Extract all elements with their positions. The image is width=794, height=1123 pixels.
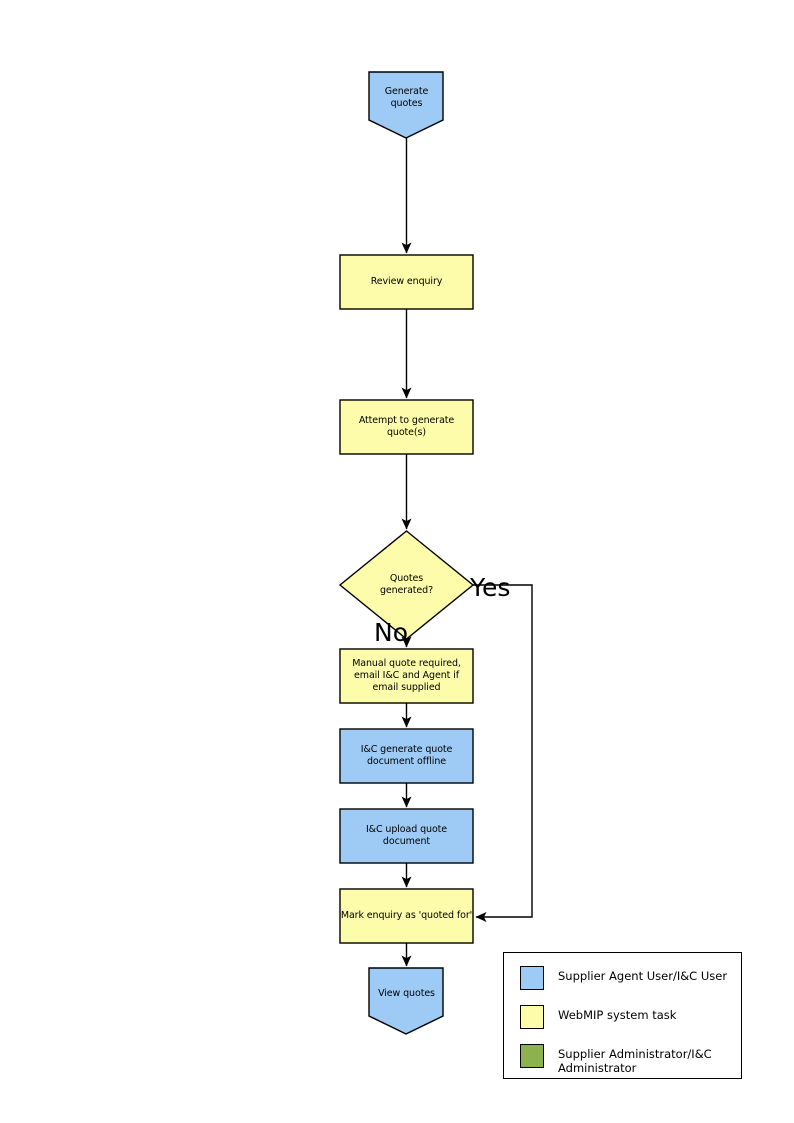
node-attempt-to-generate-quotes-shape[interactable] [339, 399, 474, 455]
legend-label-supplier-administrator: Supplier Administrator/I&C Administrator [558, 1047, 712, 1075]
node-view-quotes-shape[interactable] [368, 967, 444, 1035]
legend-item-supplier-agent-user: Supplier Agent User/I&C User [520, 966, 727, 990]
legend-item-supplier-administrator: Supplier Administrator/I&C Administrator [520, 1044, 712, 1075]
legend-label-webmip-system-task: WebMIP system task [558, 1008, 677, 1022]
edge-label-no: No [374, 618, 408, 647]
legend-item-webmip-system-task: WebMIP system task [520, 1005, 676, 1029]
legend-swatch-yellow [520, 1005, 544, 1029]
node-review-enquiry-shape[interactable] [339, 254, 474, 310]
node-quotes-generated-shape[interactable] [338, 530, 475, 640]
edge-label-yes: Yes [470, 573, 511, 602]
legend-label-supplier-agent-user: Supplier Agent User/I&C User [558, 969, 728, 983]
node-ic-generate-quote-document-offline-shape[interactable] [339, 728, 474, 784]
legend: Supplier Agent User/I&C User WebMIP syst… [503, 952, 742, 1079]
node-mark-enquiry-as-quoted-for-shape[interactable] [339, 888, 474, 944]
node-ic-upload-quote-document-shape[interactable] [339, 808, 474, 864]
edges-group [401, 138, 533, 967]
nodes-group [338, 71, 475, 1035]
edge-decision-yes-to-mark-enquiry [473, 584, 533, 922]
node-manual-quote-required-shape[interactable] [339, 648, 474, 704]
legend-swatch-green [520, 1044, 544, 1068]
node-generate-quotes-shape[interactable] [368, 71, 444, 139]
legend-swatch-blue [520, 966, 544, 990]
